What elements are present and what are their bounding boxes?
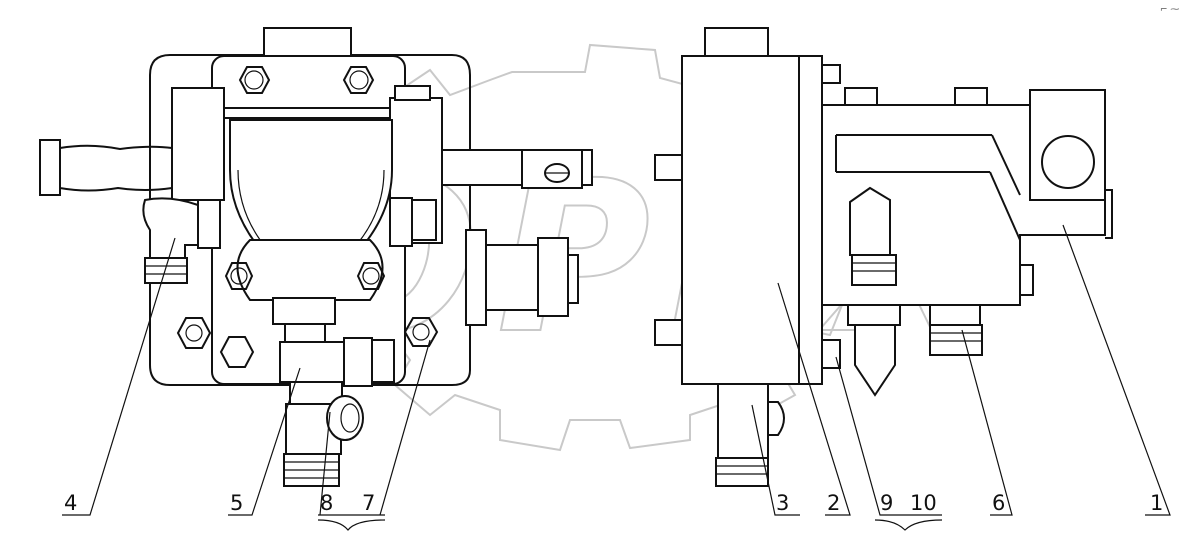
callout-10: 10	[910, 491, 937, 515]
bolt-lower-mid	[219, 336, 255, 368]
bolt-flange-right	[356, 262, 386, 290]
callout-2: 2	[827, 491, 840, 515]
callout-4: 4	[64, 491, 77, 515]
bolt-lower-right-7	[403, 317, 439, 347]
bolt-top-left	[238, 66, 271, 94]
callout-leaders	[62, 224, 1171, 531]
callout-8: 8	[320, 491, 333, 515]
left-view	[39, 27, 593, 487]
bolt-top-right	[342, 66, 375, 94]
callout-6: 6	[992, 491, 1005, 515]
bolt-flange-left	[224, 262, 254, 290]
callout-5: 5	[230, 491, 243, 515]
callout-3: 3	[776, 491, 789, 515]
callout-9: 9	[880, 491, 893, 515]
callout-labels: 4 5 8 7 3 2 9 10 6 1	[64, 491, 1163, 515]
bolt-lower-left	[176, 317, 212, 349]
right-view	[654, 27, 1113, 487]
callout-1: 1	[1150, 491, 1163, 515]
callout-7: 7	[362, 491, 375, 515]
corner-mark: ⌐ ⁓	[1160, 5, 1179, 15]
